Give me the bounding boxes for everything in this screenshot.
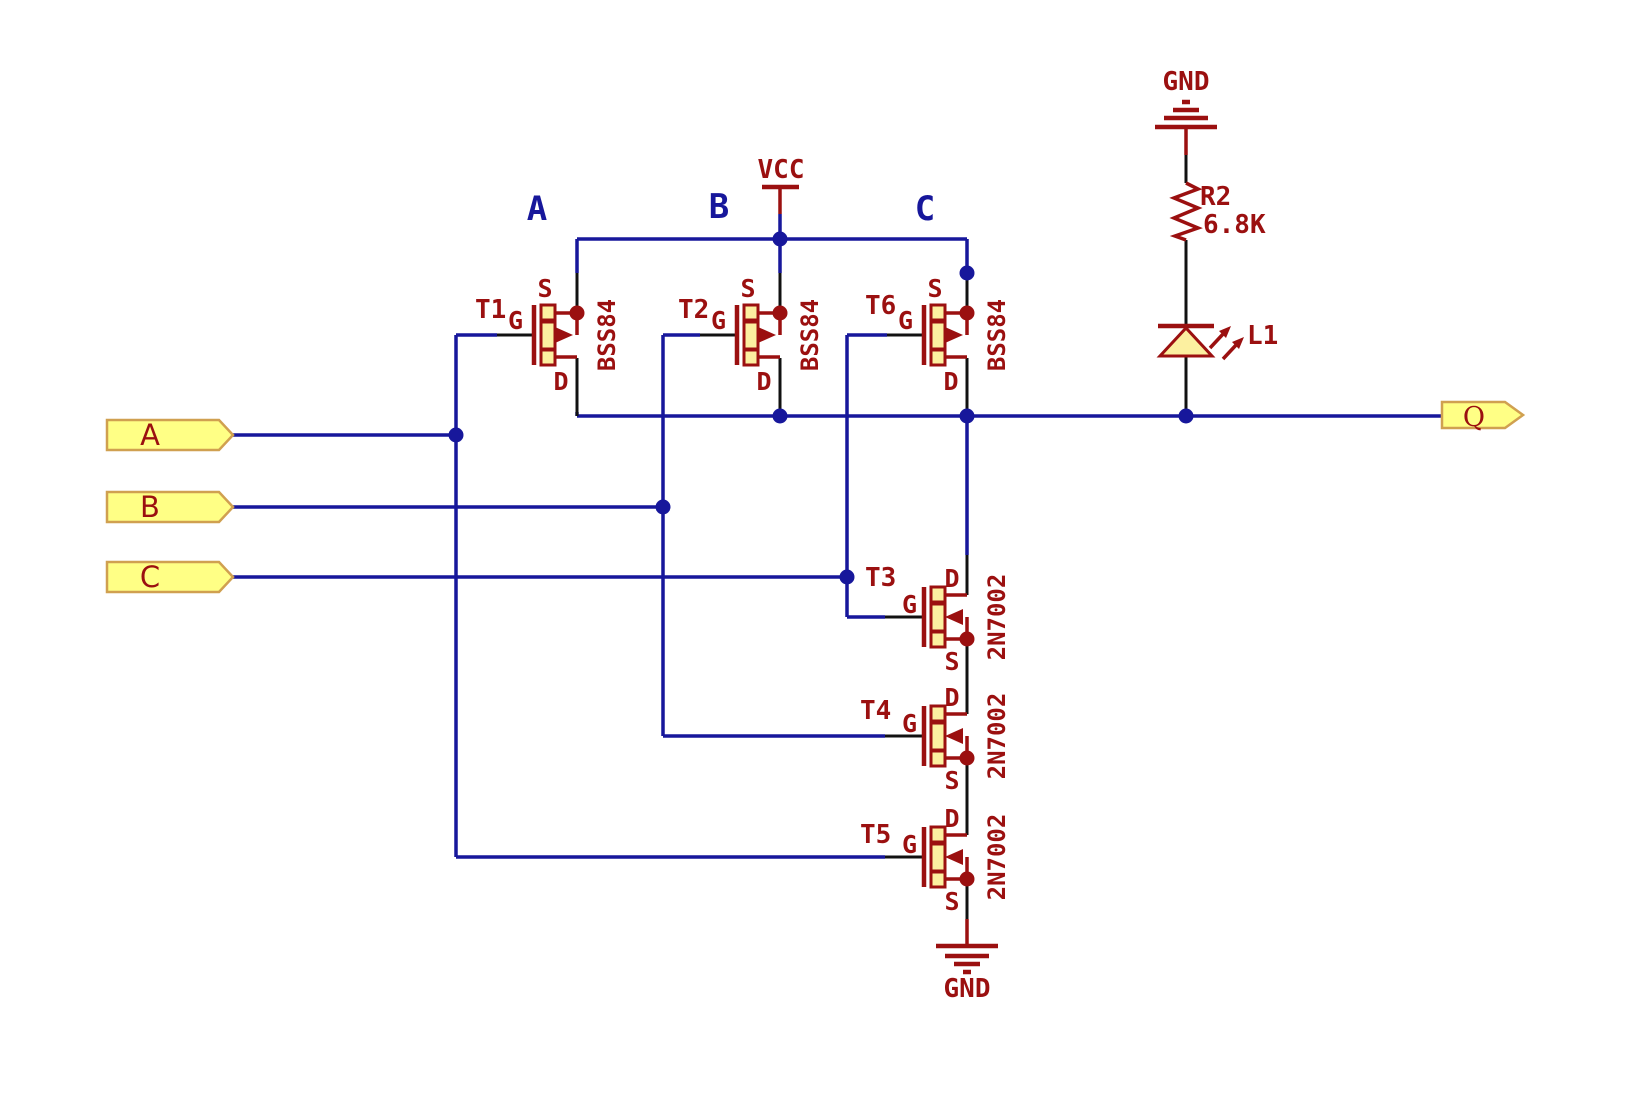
gate-pin-label: G bbox=[508, 306, 523, 335]
drain-pin-label: D bbox=[944, 564, 959, 593]
pmos-arrow bbox=[758, 327, 776, 343]
component-pins bbox=[497, 155, 1188, 919]
bulk-dot bbox=[959, 631, 975, 647]
junction-dot bbox=[772, 231, 788, 247]
gate-pin-label: G bbox=[902, 709, 917, 738]
resistor-value-label: 6.8K bbox=[1203, 210, 1266, 240]
drain-pin-label: D bbox=[553, 367, 568, 396]
net-c-wire bbox=[233, 333, 887, 619]
gnd-label-bottom: GND bbox=[944, 974, 991, 1004]
port-label: C bbox=[140, 560, 160, 594]
gate-pin-label: G bbox=[898, 306, 913, 335]
ref-designator: T2 bbox=[678, 295, 709, 325]
drain-pin-label: D bbox=[944, 804, 959, 833]
ref-designator: T3 bbox=[865, 563, 896, 593]
bulk-dot bbox=[772, 305, 788, 321]
ref-designator: T6 bbox=[865, 291, 896, 321]
resistor-r2[interactable]: R2 6.8K bbox=[1169, 181, 1266, 242]
transistor-t6[interactable]: T6 G S D BSS84 bbox=[865, 274, 1011, 396]
led-ref-label: L1 bbox=[1247, 321, 1278, 351]
input-port-a[interactable]: A bbox=[105, 418, 235, 452]
input-port-c[interactable]: C bbox=[105, 560, 235, 594]
gate-pin-label: G bbox=[711, 306, 726, 335]
ref-designator: T1 bbox=[475, 295, 506, 325]
pmos-arrow bbox=[555, 327, 573, 343]
nmos-arrow bbox=[945, 728, 963, 744]
part-number: 2N7002 bbox=[983, 693, 1011, 780]
net-b-wire bbox=[233, 333, 885, 738]
source-pin-label: S bbox=[927, 274, 942, 303]
port-label: Q bbox=[1463, 402, 1485, 433]
gate-pin-label: G bbox=[902, 590, 917, 619]
output-port-q[interactable]: Q bbox=[1440, 400, 1526, 433]
bulk-dot bbox=[959, 305, 975, 321]
transistor-t5[interactable]: T5 G D S 2N7002 bbox=[860, 804, 1011, 916]
source-pin-label: S bbox=[944, 647, 959, 676]
part-number: 2N7002 bbox=[983, 574, 1011, 661]
pmos-arrow bbox=[945, 327, 963, 343]
gnd-symbol-top[interactable]: GND bbox=[1155, 67, 1217, 155]
vcc-label: VCC bbox=[758, 155, 805, 185]
resistor-zigzag bbox=[1169, 181, 1203, 242]
led-emission-arrows bbox=[1208, 326, 1244, 361]
junction-dot bbox=[448, 427, 464, 443]
transistor-t3[interactable]: T3 G D S 2N7002 bbox=[865, 563, 1011, 676]
transistor-t2[interactable]: T2 G S D BSS84 bbox=[678, 274, 824, 396]
junction-dot bbox=[772, 408, 788, 424]
part-number: BSS84 bbox=[983, 299, 1011, 371]
source-pin-label: S bbox=[740, 274, 755, 303]
junction-dot bbox=[655, 499, 671, 515]
led-l1[interactable]: L1 bbox=[1156, 321, 1278, 361]
transistor-t1[interactable]: T1 G S D BSS84 bbox=[475, 274, 621, 396]
net-wires[interactable] bbox=[233, 214, 1441, 859]
drain-pin-label: D bbox=[943, 367, 958, 396]
ref-designator: T5 bbox=[860, 820, 891, 850]
drain-pin-label: D bbox=[944, 683, 959, 712]
bulk-dot bbox=[569, 305, 585, 321]
resistor-ref-label: R2 bbox=[1200, 182, 1231, 212]
part-number: BSS84 bbox=[593, 299, 621, 371]
transistor-t4[interactable]: T4 G D S 2N7002 bbox=[860, 683, 1011, 795]
gnd-label-top: GND bbox=[1163, 67, 1210, 97]
port-label: A bbox=[140, 418, 160, 452]
junction-dot bbox=[839, 569, 855, 585]
source-pin-label: S bbox=[944, 887, 959, 916]
gnd-symbol-bottom[interactable]: GND bbox=[936, 919, 998, 1004]
source-pin-label: S bbox=[944, 766, 959, 795]
net-a-wire bbox=[233, 333, 885, 859]
net-vcc-bus bbox=[575, 214, 969, 278]
vcc-symbol[interactable]: VCC bbox=[758, 155, 805, 214]
port-label: B bbox=[140, 490, 160, 524]
led-triangle bbox=[1156, 325, 1216, 358]
net-label-a: A bbox=[527, 189, 547, 229]
bulk-dot bbox=[959, 871, 975, 887]
net-label-c: C bbox=[915, 189, 935, 229]
junction-dot bbox=[959, 408, 975, 424]
part-number: BSS84 bbox=[796, 299, 824, 371]
junction-dot bbox=[1178, 408, 1194, 424]
part-number: 2N7002 bbox=[983, 814, 1011, 901]
net-label-b: B bbox=[709, 187, 729, 227]
nmos-arrow bbox=[945, 609, 963, 625]
net-output-bus bbox=[575, 412, 1441, 555]
gate-pin-label: G bbox=[902, 830, 917, 859]
drain-pin-label: D bbox=[756, 367, 771, 396]
junction-dots bbox=[448, 231, 1194, 585]
source-pin-label: S bbox=[537, 274, 552, 303]
bulk-dot bbox=[959, 750, 975, 766]
junction-dot bbox=[959, 265, 975, 281]
nmos-arrow bbox=[945, 849, 963, 865]
ref-designator: T4 bbox=[860, 696, 891, 726]
input-port-b[interactable]: B bbox=[105, 490, 235, 524]
